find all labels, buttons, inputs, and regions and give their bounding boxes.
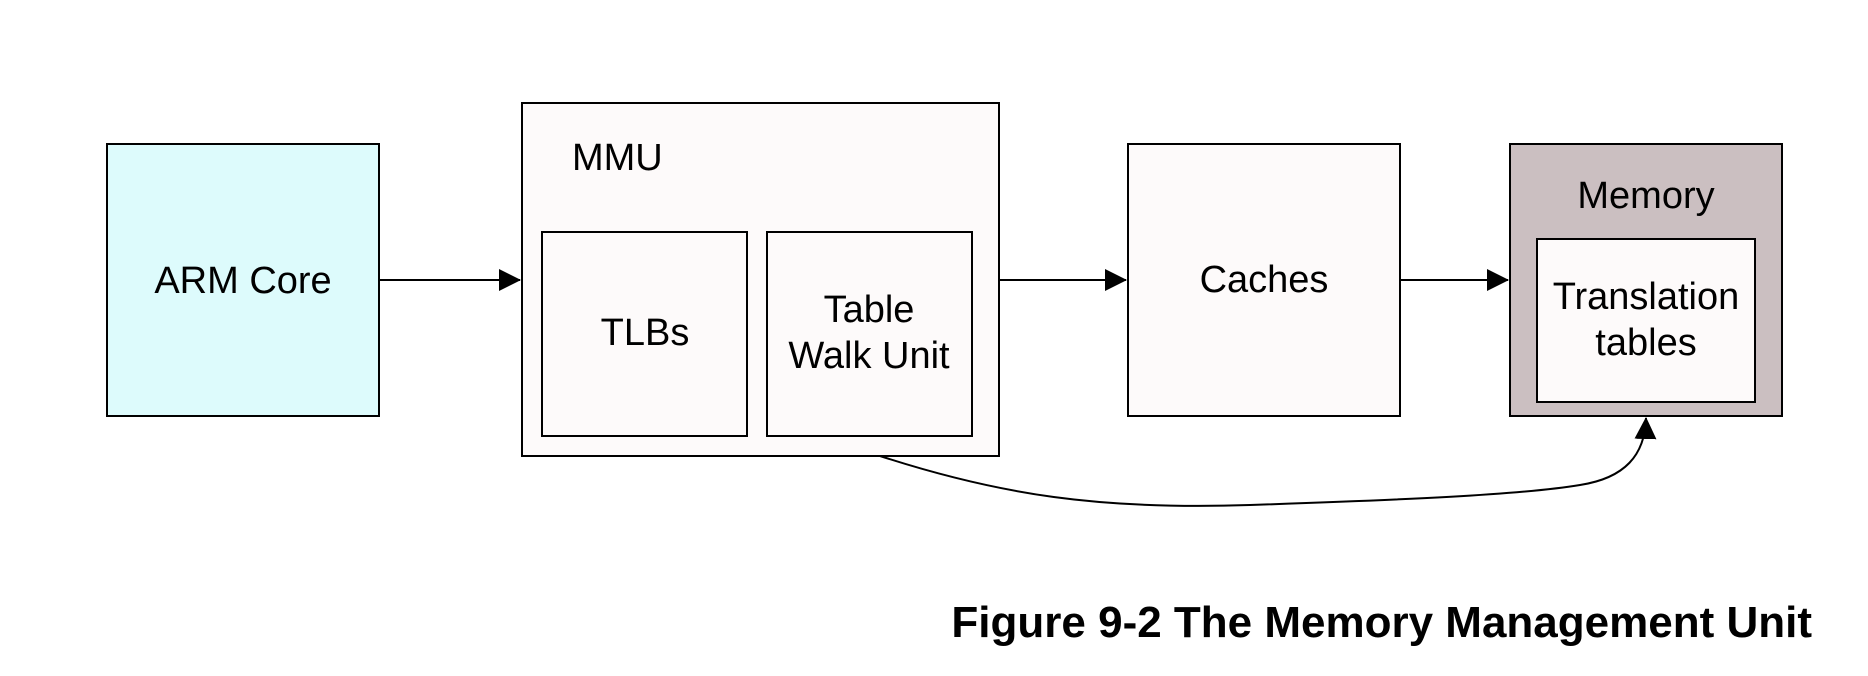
memory-label: Memory — [1577, 175, 1714, 217]
caches-label: Caches — [1200, 259, 1329, 301]
tlbs-box: TLBs — [541, 231, 748, 437]
table-walk-unit-label-line1: Table — [824, 289, 915, 331]
arrow-table-walk-unit-to-translation-tables — [879, 417, 1657, 507]
mmu-label: MMU — [572, 137, 663, 179]
table-walk-unit-box: Table Walk Unit — [766, 231, 973, 437]
translation-tables-label-line1: Translation — [1553, 276, 1740, 318]
translation-tables-box: Translation tables — [1536, 238, 1756, 403]
arm-core-label: ARM Core — [154, 260, 331, 302]
memory-box: Memory Translation tables — [1509, 143, 1783, 417]
caches-box: Caches — [1127, 143, 1401, 417]
mmu-box: MMU TLBs Table Walk Unit — [521, 102, 1000, 457]
arm-core-box: ARM Core — [106, 143, 380, 417]
figure-caption: Figure 9-2 The Memory Management Unit — [951, 598, 1812, 647]
tlbs-label: TLBs — [601, 312, 690, 354]
translation-tables-label-line2: tables — [1595, 322, 1696, 364]
table-walk-unit-label-line2: Walk Unit — [788, 335, 950, 377]
